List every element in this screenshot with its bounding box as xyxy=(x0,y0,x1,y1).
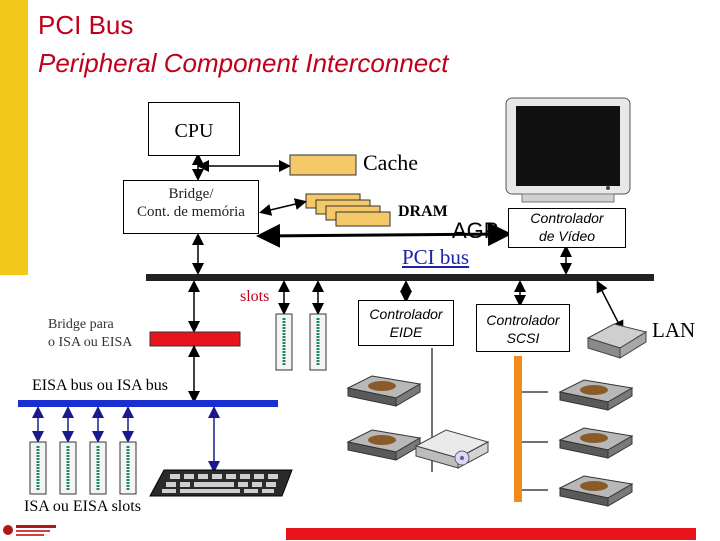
isa-slot xyxy=(89,441,107,495)
company-logo xyxy=(2,522,60,538)
dram-label: DRAM xyxy=(398,203,448,220)
bridge-isa-label: Bridge para o ISA ou EISA xyxy=(48,316,132,352)
video-controller-line1: Controlador xyxy=(530,210,604,226)
video-controller-line2: de Vídeo xyxy=(538,228,596,244)
footer-red-bar xyxy=(286,528,696,540)
eisa-bus-label: EISA bus ou ISA bus xyxy=(32,377,169,394)
bridge-memory-controller-box: Bridge/ Cont. de memória xyxy=(123,180,259,234)
agp-label: AGP xyxy=(452,218,499,243)
pci-bus-label: PCI bus xyxy=(402,245,470,269)
cpu-box: CPU xyxy=(148,102,240,156)
page-subtitle: Peripheral Component Interconnect xyxy=(38,48,449,78)
cache-label: Cache xyxy=(363,150,418,175)
pci-lan-link xyxy=(596,280,624,333)
bridge-dram-link xyxy=(259,198,307,216)
accent-bar xyxy=(0,0,28,275)
eide-controller-box: Controlador EIDE xyxy=(358,300,454,346)
network-hub-icon xyxy=(586,323,648,359)
isa-slot xyxy=(59,441,77,495)
hard-disk-icon xyxy=(346,429,422,461)
bridge-isa-line1: Bridge para xyxy=(48,317,114,332)
bridge-isa-chip xyxy=(149,331,241,347)
scsi-bus xyxy=(514,356,522,502)
bridge-label-line1: Bridge/ xyxy=(168,186,214,202)
page-title: PCI Bus xyxy=(38,10,134,40)
bridge-label-line2: Cont. de memória xyxy=(137,204,245,220)
crt-monitor-icon xyxy=(505,97,631,203)
video-controller-box: Controlador de Vídeo xyxy=(508,208,626,248)
hard-disk-icon xyxy=(558,379,634,411)
hard-disk-icon xyxy=(346,375,422,407)
hard-disk-icon xyxy=(558,475,634,507)
hard-disk-icon xyxy=(558,427,634,459)
dram-chips xyxy=(305,193,391,227)
agp-link xyxy=(256,222,512,248)
eide-controller-line1: Controlador xyxy=(369,306,443,322)
eisa-bus-bar xyxy=(18,400,278,407)
pci-slot xyxy=(309,313,327,371)
scsi-controller-line2: SCSI xyxy=(506,330,540,346)
pci-bus-bar xyxy=(146,274,654,281)
lan-label: LAN xyxy=(652,318,696,342)
scsi-controller-line1: Controlador xyxy=(486,312,560,328)
slots-label: slots xyxy=(240,288,270,305)
pci-slot xyxy=(275,313,293,371)
cache-chip xyxy=(289,154,357,176)
eide-controller-line2: EIDE xyxy=(389,324,423,340)
scsi-controller-box: Controlador SCSI xyxy=(476,304,570,352)
isa-slots-label: ISA ou EISA slots xyxy=(24,498,141,515)
isa-slot xyxy=(29,441,47,495)
keyboard-icon xyxy=(149,469,293,497)
isa-slot xyxy=(119,441,137,495)
cd-rom-drive-icon xyxy=(414,429,490,469)
bridge-isa-line2: o ISA ou EISA xyxy=(48,335,133,350)
